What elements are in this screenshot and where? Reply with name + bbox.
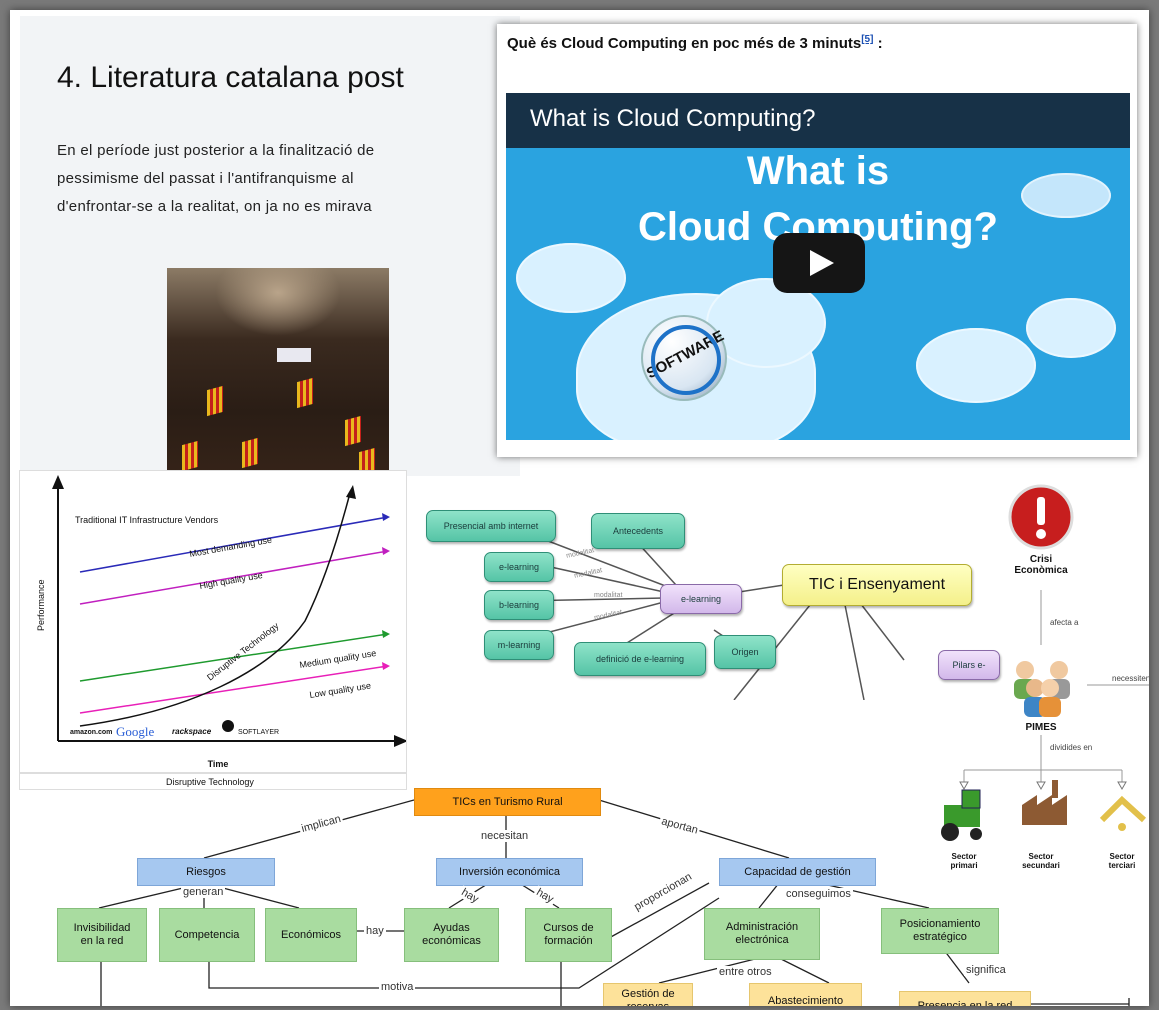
label-motiva: motiva: [379, 981, 416, 993]
node-tic-ensenyament: TIC i Ensenyament: [782, 564, 972, 606]
line-label-medium: Medium quality use: [299, 648, 377, 670]
turismo-rural-map: TICs en Turismo Rural Riesgos Inversión …: [19, 788, 1149, 1006]
tractor-icon: [941, 789, 982, 841]
article-line-1: En el període just posterior a la finali…: [57, 142, 375, 159]
pimes-map: Crisi Econòmica afecta a necessiten PIME…: [922, 480, 1149, 910]
line-label-high: High quality use: [199, 570, 264, 591]
node-economicos: Económicos: [265, 908, 357, 962]
elearning-concept-map: Presencial amb internet Antecedents e-le…: [414, 480, 1000, 700]
crisis-label: Crisi Econòmica: [1011, 554, 1071, 576]
protest-photo: [167, 268, 389, 473]
label-hay-economicos: hay: [364, 925, 386, 937]
label-necesitan: necesitan: [479, 830, 531, 842]
node-root: TICs en Turismo Rural: [414, 788, 601, 816]
node-abastecimiento: Abastecimiento: [749, 983, 862, 1006]
video-caption-text: Què és Cloud Computing en poc més de 3 m…: [507, 35, 862, 52]
node-pilars: Pilars e-: [938, 650, 1000, 680]
article-panel: 4. Literatura catalana post En el períod…: [20, 16, 520, 476]
sector-primari: Sector primari: [950, 852, 978, 870]
node-presencia: Presencia en la red: [899, 991, 1031, 1006]
disruptive-technology-chart: Traditional IT Infrastructure Vendors Mo…: [19, 470, 408, 790]
softlayer-icon: [222, 720, 234, 732]
label-entre-otros: entre otros: [717, 966, 774, 978]
line-label-most: Most demanding use: [189, 535, 273, 559]
node-antecedents: Antecedents: [591, 513, 685, 549]
node-invisibilidad: Invisibilidad en la red: [57, 908, 147, 962]
pimes-label: PIMES: [1025, 722, 1057, 733]
node-m-learning: m-learning: [484, 630, 554, 660]
sector-terciari: Sector terciari: [1108, 852, 1136, 870]
affects-label: afecta a: [1050, 618, 1079, 627]
article-title: 4. Literatura catalana post: [57, 61, 404, 94]
software-badge-icon: SOFTWARE: [641, 315, 727, 401]
video-card: Què és Cloud Computing en poc més de 3 m…: [497, 24, 1137, 457]
video-title-bar: What is Cloud Computing?: [506, 93, 1130, 148]
crisis-label-text: Crisi Econòmica: [1014, 554, 1068, 576]
node-definicio: definició de e-learning: [574, 642, 706, 676]
edge-label-3: modalitat: [594, 592, 623, 599]
label-significa: significa: [964, 964, 1008, 976]
logo-google: Google: [116, 724, 155, 739]
line-label-low: Low quality use: [309, 680, 372, 700]
node-inversion: Inversión económica: [436, 858, 583, 886]
node-gestion: Gestión de reservas: [603, 983, 693, 1006]
software-badge-text: SOFTWARE: [643, 327, 727, 383]
people-icon: [1014, 661, 1070, 717]
needs-label: necessiten: [1112, 674, 1149, 683]
node-ayudas: Ayudas económicas: [404, 908, 499, 962]
video-caption: Què és Cloud Computing en poc més de 3 m…: [507, 34, 883, 52]
node-presencial: Presencial amb internet: [426, 510, 556, 542]
article-line-3: d'enfrontar-se a la realitat, on ja no e…: [57, 198, 372, 215]
node-e-learning-mode: e-learning: [484, 552, 554, 582]
divided-label: dividides en: [1050, 743, 1093, 752]
sector-secundari: Sector secundari: [1022, 852, 1060, 870]
node-competencia: Competencia: [159, 908, 255, 962]
node-posicionamiento: Posicionamiento estratégico: [881, 908, 999, 954]
label-generan: generan: [181, 886, 226, 898]
label-conseguimos: conseguimos: [784, 888, 853, 900]
node-cursos: Cursos de formación: [525, 908, 612, 962]
node-b-learning: b-learning: [484, 590, 554, 620]
chart-top-title: Traditional IT Infrastructure Vendors: [75, 515, 219, 525]
factory-icon: [1022, 780, 1067, 825]
video-title: What is Cloud Computing?: [530, 105, 816, 132]
node-origen: Origen: [714, 635, 776, 669]
video-player[interactable]: What is Cloud Computing? What is Cloud C…: [506, 93, 1130, 440]
handshake-icon: [1099, 795, 1147, 831]
play-button[interactable]: [773, 233, 865, 293]
video-reference-link[interactable]: [5]: [861, 34, 874, 45]
collage-canvas: { "article": { "title": "4. Literatura c…: [10, 10, 1149, 1006]
node-capacidad: Capacidad de gestión: [719, 858, 876, 886]
video-caption-tail: :: [873, 35, 883, 52]
logo-amazon: amazon.com: [70, 729, 112, 736]
video-headline-1: What is: [746, 149, 890, 193]
logo-rackspace: rackspace: [172, 727, 212, 736]
logo-softlayer: SOFTLAYER: [238, 729, 279, 736]
node-e-learning-center: e-learning: [660, 584, 742, 614]
node-riesgos: Riesgos: [137, 858, 275, 886]
chart-caption: Disruptive Technology: [166, 777, 254, 787]
article-line-2: pessimisme del passat i l'antifranquisme…: [57, 170, 354, 187]
chart-ylabel: Performance: [36, 579, 46, 631]
chart-xlabel: Time: [208, 759, 229, 769]
node-administracion: Administración electrónica: [704, 908, 820, 960]
